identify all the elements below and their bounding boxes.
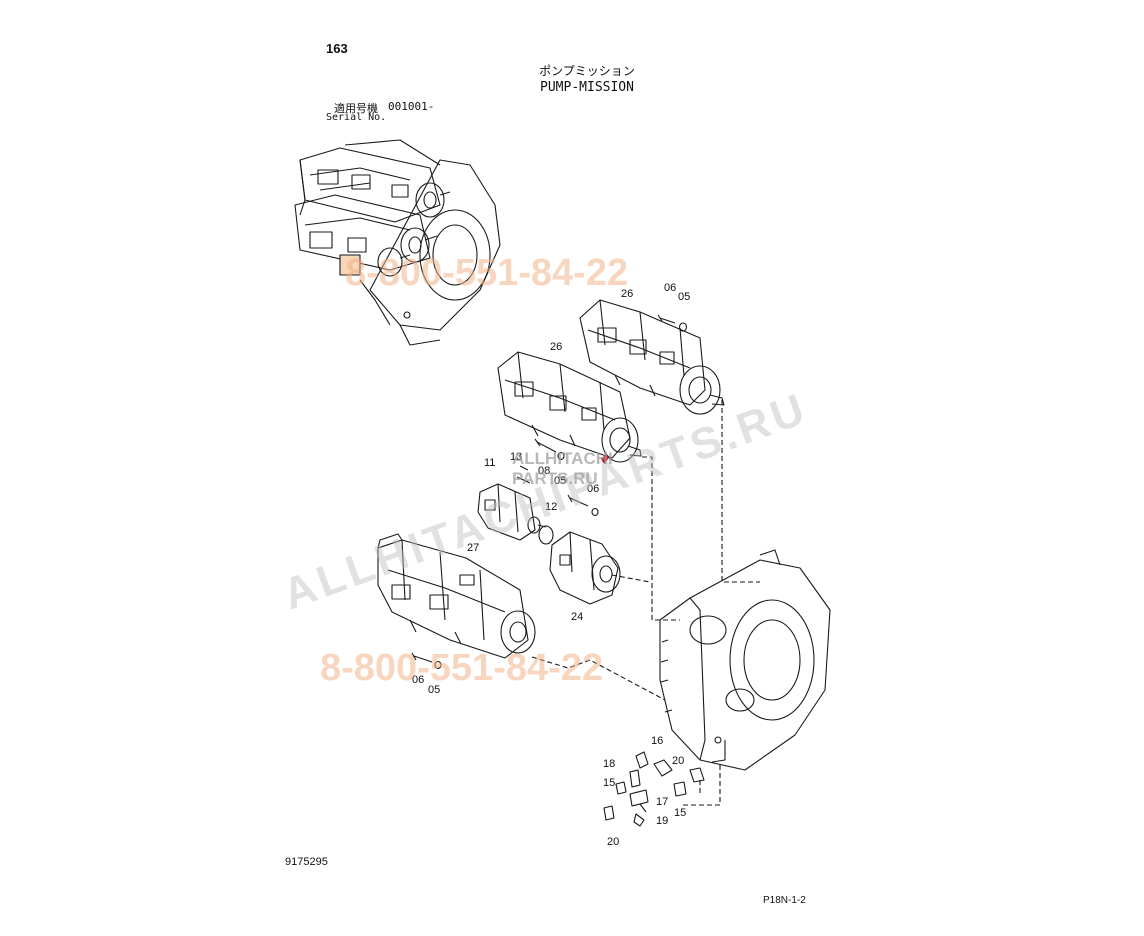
callout-19: 19 xyxy=(656,815,668,827)
callout-24: 24 xyxy=(571,611,583,623)
callout-15-left: 15 xyxy=(603,777,615,789)
washer-05-upper xyxy=(678,322,688,332)
callout-05-upper: 05 xyxy=(678,291,690,303)
callout-05-middle: 05 xyxy=(554,475,566,487)
callout-11: 11 xyxy=(484,457,495,469)
o-ring-12 xyxy=(538,525,554,545)
callout-08: 08 xyxy=(538,465,550,477)
callout-26-middle: 26 xyxy=(550,341,562,353)
transmission-housing xyxy=(659,549,831,771)
pump-assembly-26-middle xyxy=(497,351,642,463)
callout-16: 16 xyxy=(651,735,663,747)
watermark-phone-upper: 8-800-551-84-22 xyxy=(345,252,628,294)
page-number: 163 xyxy=(326,41,348,56)
bolt-06-upper xyxy=(657,314,676,324)
callout-27: 27 xyxy=(467,542,479,554)
callout-06-lower: 06 xyxy=(412,674,424,686)
callout-15-right: 15 xyxy=(674,807,686,819)
pump-assembly-26-upper xyxy=(579,299,725,415)
drawing-number: 9175295 xyxy=(285,856,328,868)
pump-assembly-27 xyxy=(377,533,536,659)
routing-lines xyxy=(531,400,760,806)
callout-17: 17 xyxy=(656,796,668,808)
bolt-06-lower xyxy=(411,652,442,670)
bolts-13-05 xyxy=(516,438,565,484)
gear-pump-11 xyxy=(477,483,547,541)
watermark-phone-lower: 8-800-551-84-22 xyxy=(320,647,603,689)
callout-20-bottom: 20 xyxy=(607,836,619,848)
pump-assembly-24 xyxy=(549,531,621,605)
logo-mark xyxy=(601,454,609,464)
callout-12: 12 xyxy=(545,501,557,513)
serial-label: Serial No. xyxy=(326,112,387,123)
serial-label-japanese: 適用号機 xyxy=(334,102,378,115)
diagram-title-japanese: ポンプミッション xyxy=(539,64,635,78)
callout-05-lower: 05 xyxy=(428,684,440,696)
callout-20-right: 20 xyxy=(672,755,684,767)
watermark-logo-line1: ALLHITACHI xyxy=(512,449,613,468)
callout-18: 18 xyxy=(603,758,615,770)
serial-number-value: 001001- xyxy=(388,100,435,113)
fittings-cluster xyxy=(603,751,705,827)
callout-26-upper: 26 xyxy=(621,288,633,300)
watermark-logo-line2: PARTS.RU xyxy=(512,469,598,488)
overview-assembly-illustration xyxy=(294,139,501,346)
sheet-code: P18N-1-2 xyxy=(763,895,806,906)
diagram-title: PUMP-MISSION xyxy=(540,80,634,95)
watermark-site: ALLHITACHIPARTS.RU xyxy=(277,384,815,620)
callout-13: 13 xyxy=(510,451,522,463)
callout-06-middle: 06 xyxy=(587,483,599,495)
bolt-06-mid xyxy=(567,494,599,517)
callout-06-upper: 06 xyxy=(664,282,676,294)
